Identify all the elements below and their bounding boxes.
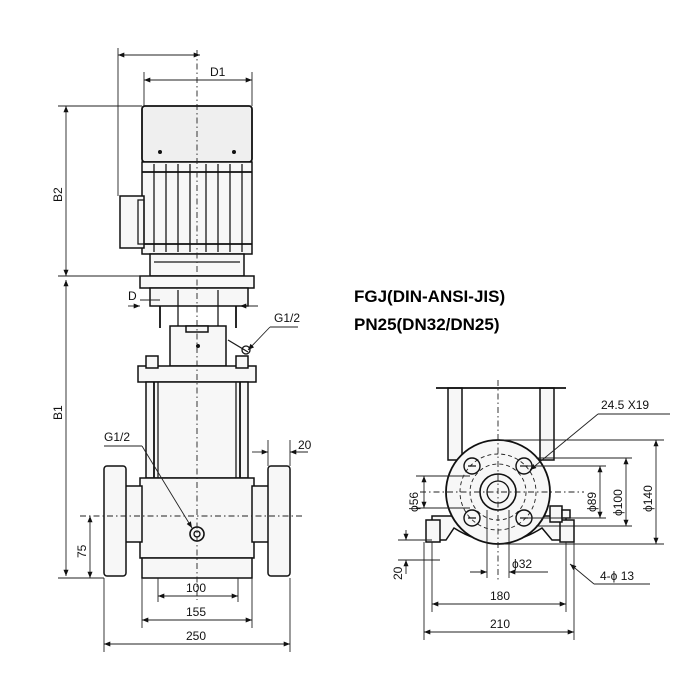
label-20-side: 20 (298, 438, 312, 452)
leader-bolt-spec: 24.5 X19 (529, 398, 670, 471)
title-line-1: FGJ(DIN-ANSI-JIS) (354, 287, 505, 306)
label-100: 100 (186, 581, 206, 595)
label-dia-89: ϕ89 (585, 492, 599, 512)
leader-holes: 4-ϕ 13 (569, 563, 650, 585)
label-dia-140: ϕ140 (641, 485, 655, 512)
dim-75: 75 (75, 516, 93, 578)
dim-dia-32: ϕ32 (470, 510, 548, 578)
leader-G-upper: G1/2 (247, 311, 300, 351)
label-G-lower: G1/2 (104, 430, 130, 444)
dim-dia-right: ϕ89 ϕ100 ϕ140 (500, 439, 664, 545)
top-view: 24.5 X19 ϕ56 ϕ89 ϕ100 ϕ140 (391, 380, 670, 640)
dim-D: D (128, 289, 258, 309)
label-G-upper: G1/2 (274, 311, 300, 325)
dim-D1: D1 (117, 48, 253, 196)
title-line-2: PN25(DN32/DN25) (354, 315, 500, 334)
label-holes: 4-ϕ 13 (600, 569, 634, 583)
label-75: 75 (75, 544, 89, 558)
dim-bottom: 100 155 250 (103, 578, 291, 652)
label-bolt-spec: 24.5 X19 (601, 398, 649, 412)
dim-dia-56: ϕ56 (407, 475, 470, 512)
label-D1: D1 (210, 65, 226, 79)
label-20-top: 20 (391, 566, 405, 580)
lantern-bracket (149, 287, 251, 367)
dim-B2: B2 (51, 105, 150, 277)
dim-20-top: 20 (391, 530, 440, 580)
side-view: D1 B2 B1 D G1/2 (51, 48, 312, 652)
label-dia-100: ϕ100 (611, 489, 625, 516)
label-dia-56: ϕ56 (407, 492, 421, 512)
dim-20-side: 20 (252, 438, 312, 466)
label-180: 180 (490, 589, 510, 603)
label-dia-32: ϕ32 (512, 557, 532, 571)
dim-B1: B1 (51, 280, 104, 579)
motor-body (119, 161, 253, 255)
label-250: 250 (186, 629, 206, 643)
label-B2: B2 (51, 187, 65, 202)
leader-G-lower: G1/2 (104, 430, 193, 529)
label-D: D (128, 289, 137, 303)
label-155: 155 (186, 605, 206, 619)
label-210: 210 (490, 617, 510, 631)
label-B1: B1 (51, 405, 65, 420)
dim-bottom-top-view: 180 210 (423, 542, 575, 640)
